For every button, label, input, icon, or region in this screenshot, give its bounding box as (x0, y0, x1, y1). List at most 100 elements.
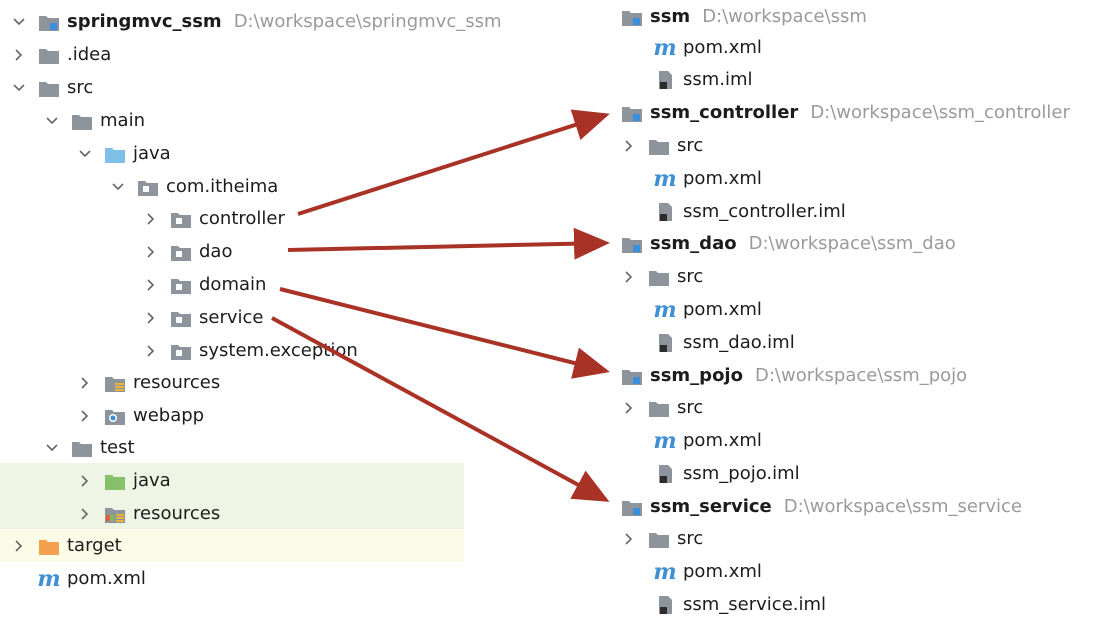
tree-row-ssm-controller-src[interactable]: src (620, 129, 703, 162)
module-path: D:\workspace\ssm (702, 6, 867, 27)
tree-row-src[interactable]: src (10, 71, 93, 104)
tree-row-main[interactable]: main (43, 104, 145, 137)
chevron-right-icon[interactable] (142, 334, 160, 367)
package-icon (136, 176, 160, 198)
iml-file-icon (653, 69, 677, 91)
chevron-down-icon[interactable] (109, 170, 127, 203)
tree-row-controller[interactable]: controller (142, 202, 285, 235)
chevron-right-icon[interactable] (142, 301, 160, 334)
file-label: pom.xml (683, 561, 762, 582)
folder-label: src (677, 397, 704, 418)
resources-folder-icon (103, 372, 127, 394)
package-icon (169, 307, 193, 329)
source-folder-icon (103, 143, 127, 165)
tree-row-ssm-pojo-src[interactable]: src (620, 391, 703, 424)
folder-label: src (677, 528, 704, 549)
package-label: domain (199, 274, 267, 295)
folder-label: webapp (133, 405, 205, 426)
tree-row-java[interactable]: java (76, 137, 171, 170)
tree-row-dao[interactable]: dao (142, 235, 232, 268)
tree-row-resources[interactable]: resources (76, 366, 220, 399)
chevron-down-icon[interactable] (43, 104, 61, 137)
tree-row-ssm-dao[interactable]: ssm_dao D:\workspace\ssm_dao (620, 227, 956, 260)
folder-label: resources (133, 372, 221, 393)
chevron-right-icon[interactable] (10, 38, 28, 71)
web-folder-icon (103, 405, 127, 427)
tree-row-ssm-dao-iml[interactable]: ssm_dao.iml (653, 326, 795, 359)
chevron-down-icon[interactable] (76, 137, 94, 170)
tree-row-ssm-pojo[interactable]: ssm_pojo D:\workspace\ssm_pojo (620, 359, 967, 392)
tree-row-ssm-dao-pom[interactable]: m pom.xml (653, 293, 762, 326)
tree-row-ssm-pom[interactable]: m pom.xml (653, 31, 762, 64)
module-name: ssm_controller (650, 102, 799, 123)
tree-row-ssm-dao-src[interactable]: src (620, 260, 703, 293)
chevron-right-icon[interactable] (76, 497, 94, 530)
module-path: D:\workspace\ssm_dao (748, 233, 956, 254)
file-label: pom.xml (683, 168, 762, 189)
tree-row-ssm-controller-pom[interactable]: m pom.xml (653, 162, 762, 195)
tree-row-service[interactable]: service (142, 301, 263, 334)
chevron-down-icon[interactable] (10, 71, 28, 104)
folder-icon (647, 397, 671, 419)
chevron-right-icon[interactable] (142, 268, 160, 301)
tree-row-system-exception[interactable]: system.exception (142, 334, 358, 367)
chevron-right-icon[interactable] (76, 366, 94, 399)
chevron-right-icon[interactable] (76, 399, 94, 432)
tree-row-target[interactable]: target (10, 529, 122, 562)
tree-row-test-resources[interactable]: resources (76, 497, 220, 530)
tree-row-ssm-service-pom[interactable]: m pom.xml (653, 555, 762, 588)
project-name: springmvc_ssm (67, 11, 222, 32)
tree-row-ssm-iml[interactable]: ssm.iml (653, 63, 753, 96)
tree-row-test[interactable]: test (43, 431, 135, 464)
tree-row-pom[interactable]: m pom.xml (37, 562, 146, 595)
tree-row-package[interactable]: com.itheima (109, 170, 278, 203)
chevron-right-icon[interactable] (142, 235, 160, 268)
tree-row-ssm-service-src[interactable]: src (620, 522, 703, 555)
maven-icon: m (653, 296, 677, 323)
chevron-down-icon[interactable] (10, 5, 28, 38)
chevron-right-icon[interactable] (620, 260, 638, 293)
tree-row-ssm-service-iml[interactable]: ssm_service.iml (653, 588, 826, 621)
iml-file-icon (653, 201, 677, 223)
chevron-right-icon[interactable] (620, 129, 638, 162)
tree-row-domain[interactable]: domain (142, 268, 266, 301)
package-label: service (199, 307, 264, 328)
file-label: pom.xml (683, 37, 762, 58)
module-name: ssm (650, 6, 691, 27)
test-folder-highlight (0, 463, 464, 529)
tree-row-webapp[interactable]: webapp (76, 399, 204, 432)
iml-file-icon (653, 594, 677, 616)
tree-row-ssm-service[interactable]: ssm_service D:\workspace\ssm_service (620, 490, 1022, 523)
package-label: system.exception (199, 340, 358, 361)
folder-icon (647, 135, 671, 157)
tree-row-ssm-controller-iml[interactable]: ssm_controller.iml (653, 195, 846, 228)
package-icon (169, 274, 193, 296)
module-folder-icon (620, 496, 644, 518)
chevron-right-icon[interactable] (620, 522, 638, 555)
module-path: D:\workspace\ssm_controller (810, 102, 1070, 123)
tree-row-ssm-controller[interactable]: ssm_controller D:\workspace\ssm_controll… (620, 96, 1070, 129)
maven-icon: m (653, 165, 677, 192)
file-label: ssm_controller.iml (683, 201, 846, 222)
chevron-down-icon[interactable] (43, 431, 61, 464)
tree-row-test-java[interactable]: java (76, 464, 171, 497)
tree-row-project-root[interactable]: springmvc_ssm D:\workspace\springmvc_ssm (10, 5, 502, 38)
right-project-tree: ssm D:\workspace\ssm m pom.xml ssm.iml s… (610, 0, 1111, 638)
left-project-tree: springmvc_ssm D:\workspace\springmvc_ssm… (0, 0, 502, 638)
module-name: ssm_pojo (650, 365, 743, 386)
tree-row-ssm-pojo-pom[interactable]: m pom.xml (653, 424, 762, 457)
folder-label: java (133, 143, 171, 164)
folder-label: test (100, 437, 135, 458)
tree-row-idea[interactable]: .idea (10, 38, 111, 71)
tree-row-ssm[interactable]: ssm D:\workspace\ssm (620, 0, 867, 33)
folder-label: src (677, 135, 704, 156)
tree-row-ssm-pojo-iml[interactable]: ssm_pojo.iml (653, 457, 800, 490)
test-resources-folder-icon (103, 503, 127, 525)
chevron-right-icon[interactable] (10, 529, 28, 562)
chevron-right-icon[interactable] (142, 202, 160, 235)
chevron-right-icon[interactable] (620, 391, 638, 424)
chevron-right-icon[interactable] (76, 464, 94, 497)
folder-icon (647, 266, 671, 288)
package-label: dao (199, 241, 233, 262)
folder-icon (70, 110, 94, 132)
